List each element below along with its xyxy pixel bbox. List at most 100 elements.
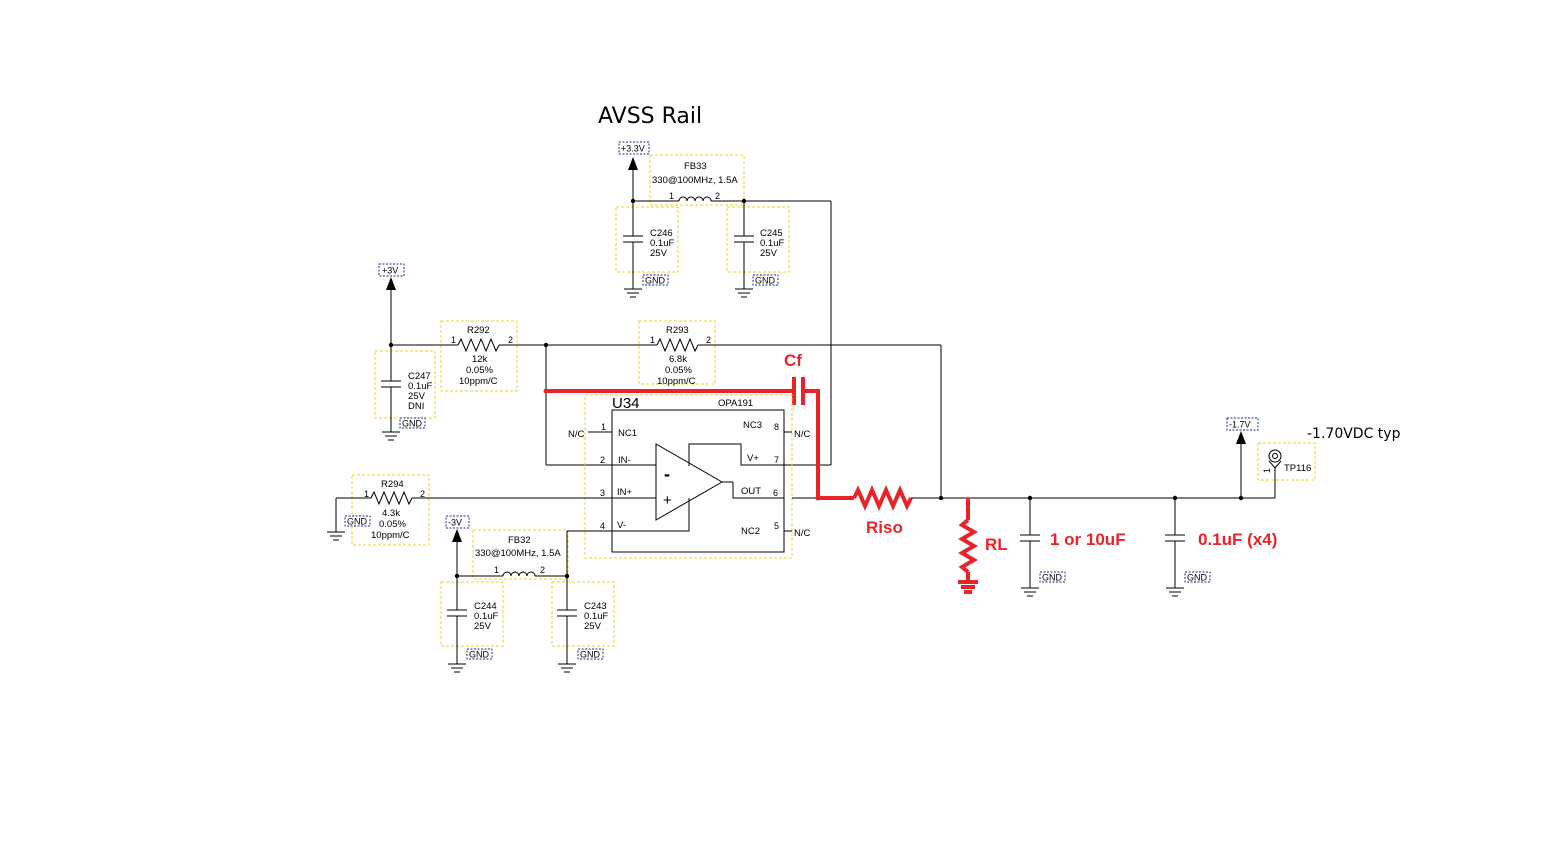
svg-text:2: 2 <box>540 565 545 575</box>
svg-text:1: 1 <box>650 335 655 345</box>
svg-text:0.1uF: 0.1uF <box>650 238 674 249</box>
svg-text:0.05%: 0.05% <box>466 365 493 376</box>
capacitor-c247: C247 0.1uF 25V DNI GND <box>374 345 436 441</box>
svg-text:10ppm/C: 10ppm/C <box>657 376 696 387</box>
svg-text:OPA191: OPA191 <box>718 398 753 409</box>
svg-text:5: 5 <box>774 521 779 531</box>
svg-text:IN+: IN+ <box>617 487 633 498</box>
tp116-voltage-note: -1.70VDC typ <box>1307 426 1401 442</box>
svg-text:1 or 10uF: 1 or 10uF <box>1050 530 1126 549</box>
svg-text:10ppm/C: 10ppm/C <box>459 376 498 387</box>
svg-text:DNI: DNI <box>408 401 424 412</box>
resistor-r294: R294 1 2 4.3k 0.05% 10ppm/C GND <box>327 474 588 546</box>
svg-text:330@100MHz, 1.5A: 330@100MHz, 1.5A <box>475 548 561 559</box>
svg-text:NC1: NC1 <box>618 428 637 439</box>
svg-text:C247: C247 <box>408 371 431 382</box>
capacitor-c244: C244 0.1uF 25V GND <box>440 576 504 673</box>
svg-text:1: 1 <box>1262 468 1272 473</box>
power-flag-p33: +3.3V <box>618 141 650 201</box>
svg-text:GND: GND <box>580 650 601 660</box>
svg-text:Riso: Riso <box>866 518 903 537</box>
svg-text:2: 2 <box>508 335 513 345</box>
page-title: AVSS Rail <box>598 104 702 129</box>
svg-text:GND: GND <box>402 419 423 429</box>
svg-text:V+: V+ <box>747 453 759 464</box>
svg-text:2: 2 <box>706 335 711 345</box>
svg-text:7: 7 <box>774 455 779 465</box>
svg-text:NC2: NC2 <box>741 526 760 537</box>
svg-text:1: 1 <box>601 422 606 432</box>
opamp-u34: U34 OPA191 - + N/C 1 NC1 2 IN- 3 IN+ 4 V… <box>568 394 811 559</box>
svg-text:OUT: OUT <box>741 486 761 497</box>
svg-text:3: 3 <box>600 488 605 498</box>
capacitor-c245: C245 0.1uF 25V GND <box>726 201 790 298</box>
svg-text:25V: 25V <box>474 621 492 632</box>
ferrite-bead-fb32: FB32 330@100MHz, 1.5A 1 2 <box>454 529 570 580</box>
svg-text:-3V: -3V <box>448 518 462 528</box>
svg-text:IN-: IN- <box>618 455 631 466</box>
svg-text:C244: C244 <box>474 601 497 612</box>
output-capacitor: GND 1 or 10uF <box>1020 495 1126 597</box>
svg-text:N/C: N/C <box>794 528 811 539</box>
svg-text:GND: GND <box>755 276 776 286</box>
capacitor-c243: C243 0.1uF 25V GND <box>551 576 615 673</box>
resistor-r293: R293 1 2 6.8k 0.05% 10ppm/C <box>546 320 941 387</box>
svg-text:C245: C245 <box>760 228 783 239</box>
svg-text:GND: GND <box>469 650 490 660</box>
svg-text:U34: U34 <box>612 395 640 412</box>
svg-text:-1.7V: -1.7V <box>1229 420 1251 430</box>
svg-text:25V: 25V <box>584 621 602 632</box>
svg-text:1: 1 <box>669 191 674 201</box>
svg-text:0.1uF: 0.1uF <box>474 611 498 622</box>
test-point-tp116: 1 TP116 -1.70VDC typ <box>1257 426 1401 498</box>
svg-text:1: 1 <box>364 489 369 499</box>
resistor-riso: Riso <box>818 485 941 537</box>
svg-text:10ppm/C: 10ppm/C <box>371 530 410 541</box>
svg-text:TP116: TP116 <box>1284 463 1311 474</box>
svg-text:NC3: NC3 <box>743 420 762 431</box>
svg-text:Cf: Cf <box>784 351 802 370</box>
svg-text:GND: GND <box>1187 573 1208 583</box>
resistor-r292: R292 1 2 12k 0.05% 10ppm/C <box>391 320 546 392</box>
power-flag-m17: -1.7V <box>1226 417 1259 501</box>
svg-text:0.1uF: 0.1uF <box>760 238 784 249</box>
svg-text:RL: RL <box>985 535 1008 554</box>
load-resistor-rl: RL <box>958 498 1008 594</box>
svg-text:330@100MHz, 1.5A: 330@100MHz, 1.5A <box>652 175 738 186</box>
svg-text:GND: GND <box>347 517 368 527</box>
power-flag-m3: -3V <box>445 515 470 576</box>
svg-text:+3V: +3V <box>382 266 398 276</box>
svg-text:0.1uF (x4): 0.1uF (x4) <box>1198 530 1277 549</box>
svg-text:0.05%: 0.05% <box>665 365 692 376</box>
svg-text:R293: R293 <box>666 325 689 336</box>
svg-text:25V: 25V <box>650 248 668 259</box>
svg-text:2: 2 <box>420 489 425 499</box>
svg-text:N/C: N/C <box>568 429 585 440</box>
svg-text:0.1uF: 0.1uF <box>408 381 432 392</box>
capacitor-c246: C246 0.1uF 25V GND <box>615 201 679 298</box>
svg-text:6.8k: 6.8k <box>669 354 687 365</box>
svg-text:2: 2 <box>715 191 720 201</box>
svg-text:25V: 25V <box>408 391 426 402</box>
svg-text:12k: 12k <box>472 354 488 365</box>
svg-text:GND: GND <box>645 276 666 286</box>
svg-text:R294: R294 <box>381 479 404 490</box>
svg-text:+3.3V: +3.3V <box>621 144 645 154</box>
svg-text:0.1uF: 0.1uF <box>584 611 608 622</box>
svg-text:1: 1 <box>451 335 456 345</box>
svg-text:0.05%: 0.05% <box>379 519 406 530</box>
svg-text:V-: V- <box>617 520 626 531</box>
svg-text:C246: C246 <box>650 228 673 239</box>
svg-text:1: 1 <box>494 565 499 575</box>
feedback-capacitor-cf: Cf <box>543 351 820 500</box>
svg-text:25V: 25V <box>760 248 778 259</box>
ferrite-bead-fb33: FB33 330@100MHz, 1.5A 1 2 <box>630 154 831 206</box>
svg-text:4.3k: 4.3k <box>382 508 400 519</box>
bulk-capacitors: GND 0.1uF (x4) <box>1165 495 1277 597</box>
svg-text:4: 4 <box>600 521 605 531</box>
svg-text:GND: GND <box>1042 573 1063 583</box>
svg-text:FB32: FB32 <box>508 535 531 546</box>
power-flag-p3: +3V <box>378 263 405 348</box>
svg-text:N/C: N/C <box>794 429 811 440</box>
